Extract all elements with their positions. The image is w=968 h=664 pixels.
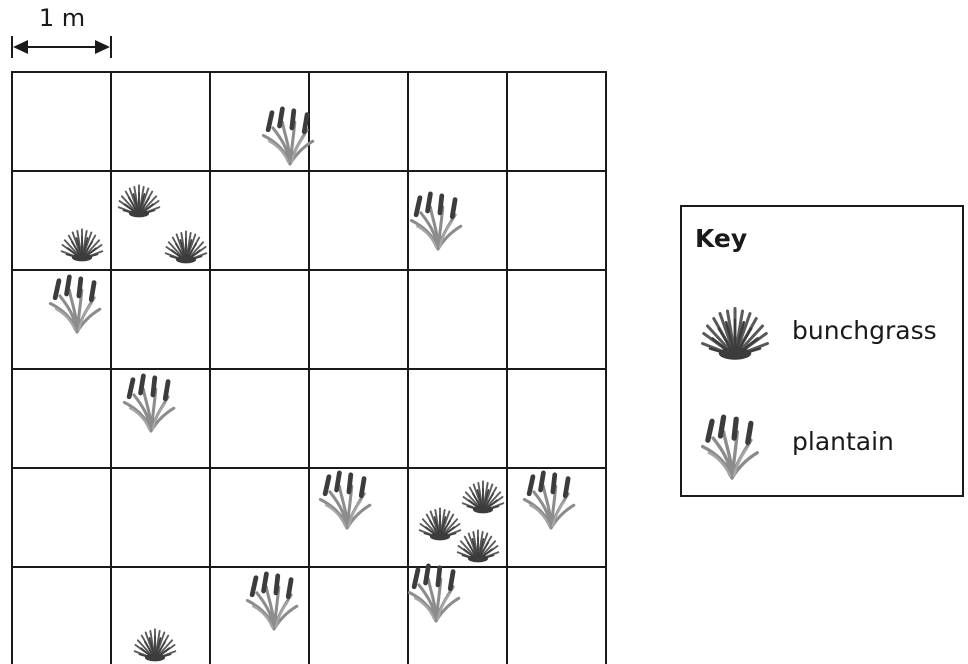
grid-cell bbox=[12, 468, 111, 567]
grid-cell bbox=[408, 567, 507, 664]
grid-cell bbox=[507, 72, 606, 171]
grid-cell bbox=[507, 171, 606, 270]
grid-cell bbox=[309, 171, 408, 270]
grid-cell bbox=[309, 270, 408, 369]
grid-cell bbox=[408, 171, 507, 270]
grid-cell bbox=[408, 270, 507, 369]
key-label-plantain: plantain bbox=[792, 427, 894, 456]
grid-cell bbox=[111, 270, 210, 369]
grid-cell bbox=[111, 468, 210, 567]
grid-cell bbox=[507, 270, 606, 369]
grid-cell bbox=[210, 369, 309, 468]
grid-cell bbox=[507, 369, 606, 468]
key-box: Key bunchgrass plantain bbox=[681, 206, 963, 496]
key-label-bunchgrass: bunchgrass bbox=[792, 316, 937, 345]
grid-cell bbox=[12, 72, 111, 171]
grid-cell bbox=[210, 270, 309, 369]
scale-arrowhead-left bbox=[13, 40, 28, 54]
scale-bar: 1 m bbox=[12, 4, 111, 58]
grid-cell bbox=[309, 369, 408, 468]
grid-cell bbox=[12, 270, 111, 369]
grid-cell bbox=[309, 468, 408, 567]
grid-cell bbox=[12, 567, 111, 664]
quadrat-grid bbox=[12, 72, 606, 664]
grid-cell bbox=[111, 72, 210, 171]
grid-cell bbox=[309, 567, 408, 664]
grid-cell bbox=[408, 72, 507, 171]
grid-cell bbox=[408, 369, 507, 468]
grid-cell bbox=[507, 567, 606, 664]
grid-cell bbox=[210, 468, 309, 567]
key-title: Key bbox=[695, 224, 747, 253]
grid-cell bbox=[12, 369, 111, 468]
grid-cell bbox=[309, 72, 408, 171]
grid-cell bbox=[210, 171, 309, 270]
scale-arrowhead-right bbox=[95, 40, 110, 54]
grid-cell bbox=[210, 567, 309, 664]
scale-label: 1 m bbox=[39, 4, 85, 32]
